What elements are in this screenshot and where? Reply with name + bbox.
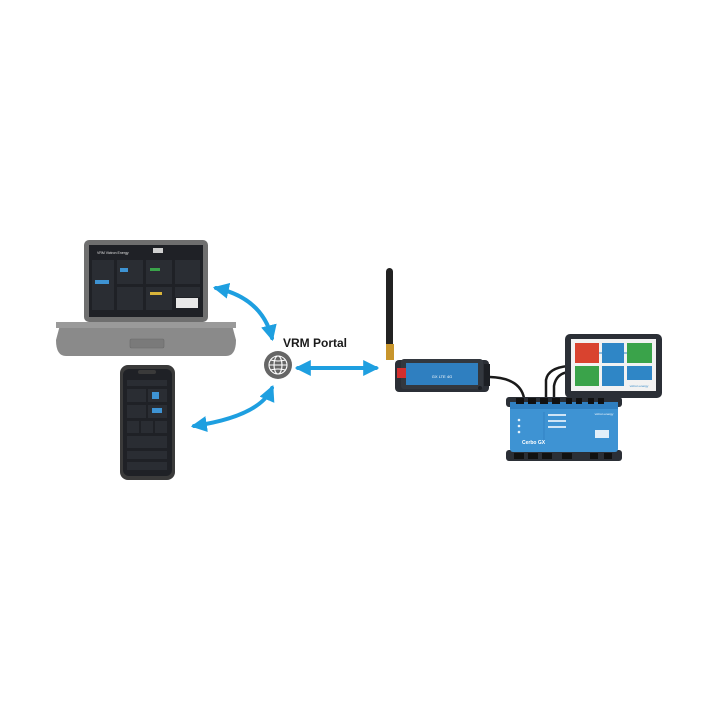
phone-portal-arrow (190, 385, 275, 432)
modem-cable (489, 375, 526, 399)
laptop-dashboard-title: VRM Victron Energy (97, 251, 129, 255)
laptop-portal-arrow (212, 282, 277, 342)
portal-label: VRM Portal (283, 336, 348, 350)
touch-brand: victron energy (630, 384, 649, 388)
gx-lte-label: GX LTE 4G (432, 374, 452, 379)
cerbo-gx: Cerbo GX victron energy (506, 397, 622, 461)
gx-touch-display: victron energy (565, 334, 662, 398)
cerbo-label: Cerbo GX (522, 440, 546, 446)
laptop-icon: VRM Victron Energy (56, 240, 236, 356)
gx-lte-modem: GX LTE 4G (386, 268, 490, 392)
cerbo-brand: victron energy (595, 412, 614, 416)
touch-cable-1 (544, 364, 569, 398)
phone-icon (120, 365, 175, 480)
globe-icon (264, 351, 292, 379)
